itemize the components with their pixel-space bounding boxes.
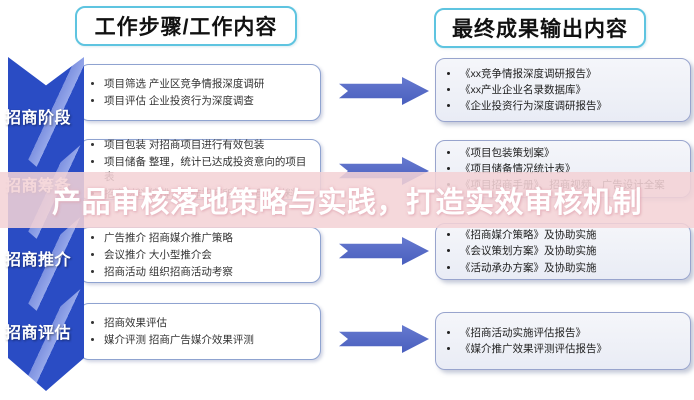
output-item: 《项目储备情况统计表》	[460, 162, 665, 176]
work-item: 会议推介 大小型推介会	[104, 248, 233, 262]
flow-arrow-icon	[339, 237, 429, 265]
work-item: 项目包装 对招商项目进行有效包装	[104, 138, 312, 152]
output-item: 《企业投资行为深度调研报告》	[460, 99, 607, 113]
stage-label: 招商推介	[4, 252, 71, 269]
work-item: 项目筛选 产业区竞争情报深度调研	[104, 77, 264, 91]
output-item: 《媒介推广效果评测评估报告》	[460, 342, 607, 356]
work-item: 媒介评测 招商广告媒介效果评测	[104, 333, 254, 347]
work-item-list: 招商效果评估媒介评测 招商广告媒介效果评测	[80, 307, 262, 356]
flow-arrow-icon	[339, 77, 429, 105]
output-item: 《会议策划方案》及协助实施	[460, 244, 597, 258]
flow-arrow-icon	[339, 325, 429, 353]
output-item: 《xx产业企业名录数据库》	[460, 83, 607, 97]
work-item: 项目评估 企业投资行为深度调查	[104, 94, 264, 108]
output-item: 《招商媒介策略》及协助实施	[460, 228, 597, 242]
output-box: 《xx竞争情报深度调研报告》《xx产业企业名录数据库》《企业投资行为深度调研报告…	[435, 58, 691, 122]
work-item: 招商效果评估	[104, 316, 254, 330]
work-box: 项目筛选 产业区竞争情报深度调研项目评估 企业投资行为深度调查	[79, 64, 321, 121]
final-output-column-header: 最终成果输出内容	[434, 8, 646, 48]
output-item: 《项目包装策划案》	[460, 146, 665, 160]
work-item: 招商活动 组织招商活动考察	[104, 265, 233, 279]
output-item-list: 《招商活动实施评估报告》《媒介推广效果评测评估报告》	[436, 318, 615, 364]
work-item-list: 广告推介 招商媒介推广策略会议推介 大小型推介会招商活动 组织招商活动考察	[80, 222, 241, 289]
banner-title-text: 产品审核落地策略与实践，打造实效审核机制	[51, 187, 642, 219]
output-item: 《活动承办方案》及协助实施	[460, 261, 597, 275]
work-box: 招商效果评估媒介评测 招商广告媒介效果评测	[79, 303, 321, 360]
output-item: 《xx竞争情报深度调研报告》	[460, 67, 607, 81]
work-item: 广告推介 招商媒介推广策略	[104, 231, 233, 245]
stage-label: 招商评估	[4, 325, 71, 342]
stage-label: 招商阶段	[4, 110, 71, 127]
output-item-list: 《招商媒介策略》及协助实施《会议策划方案》及协助实施《活动承办方案》及协助实施	[436, 220, 605, 283]
work-box: 广告推介 招商媒介推广策略会议推介 大小型推介会招商活动 组织招商活动考察	[79, 227, 321, 283]
output-box: 《招商媒介策略》及协助实施《会议策划方案》及协助实施《活动承办方案》及协助实施	[435, 223, 691, 280]
title-banner-overlay: 产品审核落地策略与实践，打造实效审核机制	[0, 172, 694, 228]
work-steps-column-header: 工作步骤/工作内容	[75, 6, 297, 46]
output-box: 《招商活动实施评估报告》《媒介推广效果评测评估报告》	[435, 312, 691, 370]
output-item: 《招商活动实施评估报告》	[460, 326, 607, 340]
work-item-list: 项目筛选 产业区竞争情报深度调研项目评估 企业投资行为深度调查	[80, 68, 272, 117]
output-item-list: 《xx竞争情报深度调研报告》《xx产业企业名录数据库》《企业投资行为深度调研报告…	[436, 59, 615, 122]
